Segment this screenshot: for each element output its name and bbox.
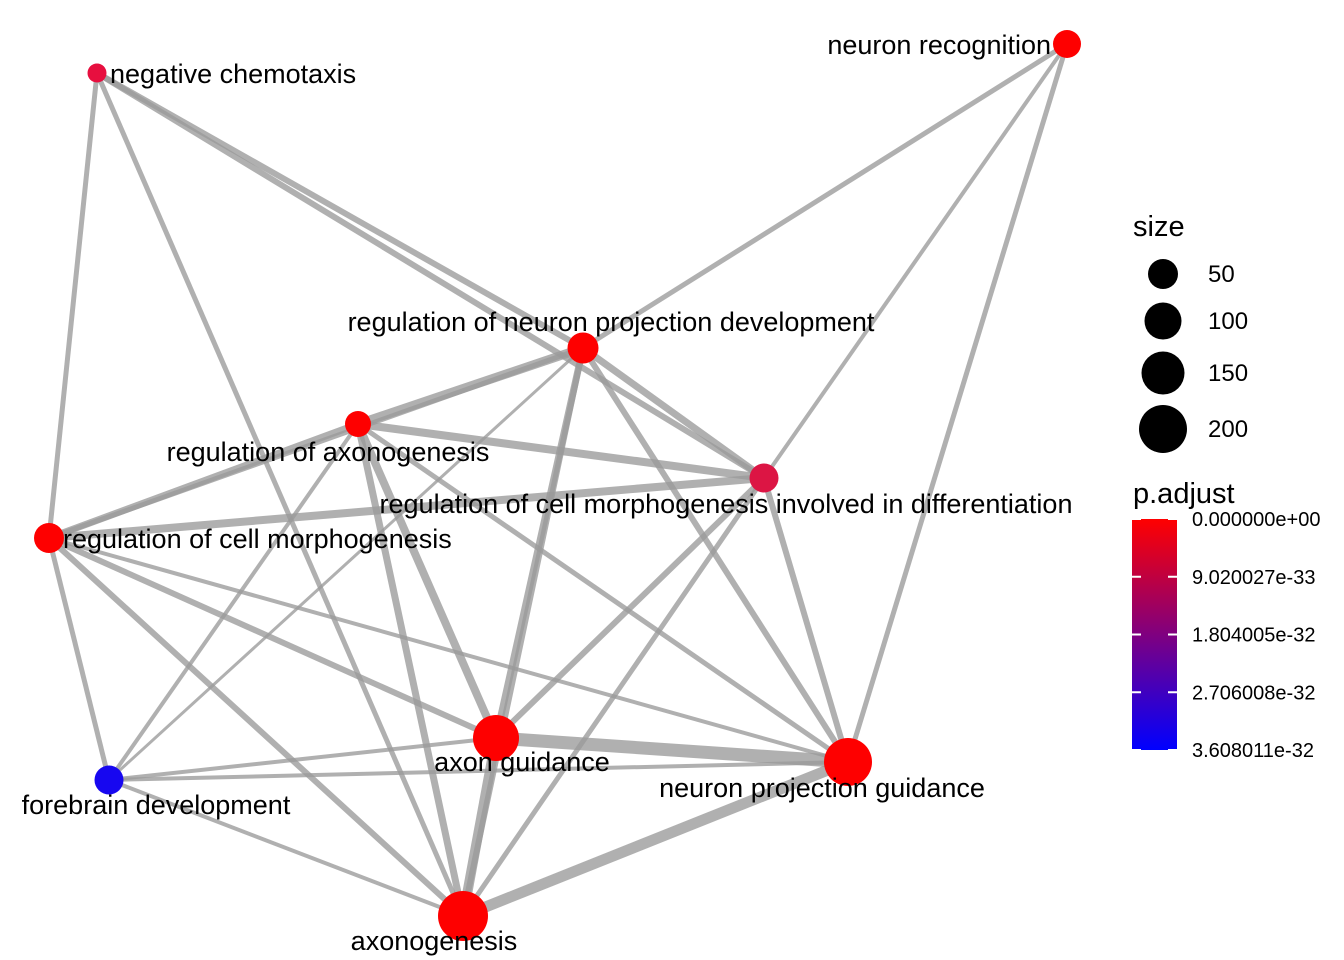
edge-negative_chemotaxis--reg_cell_morph	[46, 72, 100, 539]
edge-neuron_recognition--reg_neuron_proj_dev	[581, 41, 1069, 351]
node-reg_cell_morph	[34, 523, 64, 553]
node-label-neuron_proj_guidance: neuron projection guidance	[659, 773, 985, 803]
node-axonogenesis	[438, 891, 488, 941]
node-reg_neuron_proj_dev	[567, 332, 599, 364]
node-layer	[34, 30, 1081, 941]
padjust-legend-title: p.adjust	[1133, 478, 1235, 510]
edge-reg_cell_morph_diff--reg_cell_morph	[48, 474, 765, 542]
edge-reg_axonogenesis--reg_cell_morph	[47, 420, 360, 542]
padjust-tick-label-2: 1.804005e-32	[1192, 625, 1315, 647]
padjust-tick-label-4: 3.608011e-32	[1192, 740, 1314, 762]
edge-axonogenesis--forebrain_development	[108, 778, 464, 918]
size-legend-label-150: 150	[1208, 360, 1248, 387]
padjust-tick-label-0: 0.000000e+00	[1192, 509, 1320, 531]
node-label-axonogenesis: axonogenesis	[351, 926, 518, 956]
node-label-negative_chemotaxis: negative chemotaxis	[110, 59, 356, 89]
size-legend-circle-200	[1139, 405, 1187, 453]
padjust-tick-label-3: 2.706008e-32	[1192, 682, 1315, 704]
size-legend: size 50 100 150 200	[1133, 211, 1248, 453]
edge-reg_axonogenesis--reg_cell_morph_diff	[357, 420, 765, 482]
edge-reg_neuron_proj_dev--forebrain_development	[107, 346, 585, 782]
edge-reg_axonogenesis--axon_guidance	[354, 422, 500, 740]
node-forebrain_development	[94, 765, 124, 795]
edge-axon_guidance--forebrain_development	[108, 736, 497, 782]
edge-reg_axonogenesis--forebrain_development	[107, 422, 360, 782]
size-legend-circle-50	[1148, 259, 1178, 289]
node-label-layer: negative chemotaxis neuron recognition reg…	[22, 30, 1073, 956]
edge-neuron_recognition--reg_cell_morph_diff	[762, 42, 1069, 480]
node-label-reg_neuron_proj_dev: regulation of neuron projection developm…	[348, 307, 875, 337]
node-label-neuron_recognition: neuron recognition	[827, 30, 1051, 60]
edge-reg_axonogenesis--neuron_proj_guidance	[356, 421, 850, 765]
edge-reg_cell_morph--axon_guidance	[47, 535, 498, 741]
padjust-tick-label-1: 9.020027e-33	[1192, 567, 1315, 589]
node-axon_guidance	[473, 715, 519, 761]
node-reg_cell_morph_diff	[749, 463, 779, 493]
edge-negative_chemotaxis--reg_cell_morph_diff	[95, 70, 766, 481]
edge-reg_neuron_proj_dev--neuron_proj_guidance	[580, 346, 851, 764]
edge-neuron_recognition--neuron_proj_guidance	[845, 43, 1070, 763]
node-label-forebrain_development: forebrain development	[22, 790, 291, 820]
node-reg_axonogenesis	[345, 411, 371, 437]
node-label-reg_cell_morph: regulation of cell morphogenesis	[63, 524, 452, 554]
edge-neuron_proj_guidance--axonogenesis	[460, 756, 851, 922]
size-legend-label-50: 50	[1208, 261, 1235, 288]
node-neuron_proj_guidance	[824, 738, 872, 786]
node-neuron_recognition	[1053, 30, 1081, 58]
edge-reg_cell_morph--neuron_proj_guidance	[48, 536, 849, 764]
edge-reg_cell_morph--axonogenesis	[46, 535, 466, 919]
node-label-reg_cell_morph_diff: regulation of cell morphogenesis involve…	[380, 489, 1073, 519]
edge-layer	[46, 41, 1070, 922]
edge-reg_axonogenesis--axonogenesis	[354, 423, 467, 917]
size-legend-circle-150	[1141, 351, 1185, 395]
edge-axon_guidance--neuron_proj_guidance	[495, 731, 849, 769]
node-negative_chemotaxis	[87, 63, 107, 83]
node-label-reg_axonogenesis: regulation of axonogenesis	[167, 437, 490, 467]
edge-negative_chemotaxis--axonogenesis	[94, 72, 466, 917]
edge-reg_cell_morph_diff--neuron_proj_guidance	[761, 477, 851, 763]
edge-reg_cell_morph--forebrain_development	[46, 537, 112, 781]
edge-neuron_proj_guidance--forebrain_development	[108, 760, 849, 782]
size-legend-title: size	[1133, 211, 1185, 243]
size-legend-label-100: 100	[1208, 308, 1248, 335]
edge-reg_cell_morph_diff--axon_guidance	[493, 475, 767, 741]
node-label-axon_guidance: axon guidance	[434, 747, 610, 777]
size-legend-label-200: 200	[1208, 416, 1248, 443]
size-legend-circle-100	[1144, 302, 1182, 340]
edge-reg_neuron_proj_dev--reg_cell_morph_diff	[580, 345, 767, 481]
edge-axon_guidance--axonogenesis	[458, 737, 501, 917]
